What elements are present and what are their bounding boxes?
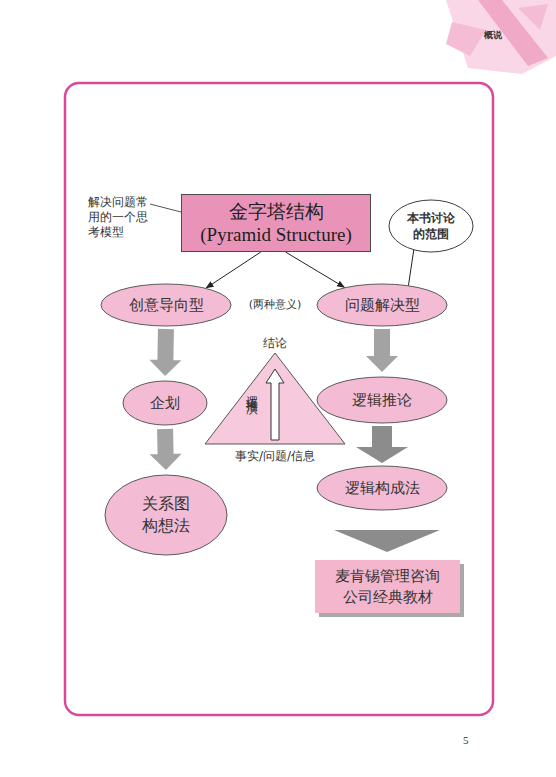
- tab-ribbon: [478, 0, 548, 66]
- ellipse-outline: [388, 199, 474, 253]
- node-text: 金字塔结构 (Pyramid Structure): [199, 200, 353, 246]
- ellipse-outline: [104, 474, 228, 556]
- ellipse-shape: [389, 200, 473, 252]
- node-text: 企划: [150, 394, 180, 413]
- annotation: (两种意义): [249, 298, 302, 311]
- page-frame: [65, 83, 493, 715]
- node-text: 问题解决型: [345, 296, 420, 315]
- pyramid-title-box: 金字塔结构 (Pyramid Structure): [181, 194, 371, 252]
- ellipse-shape: [123, 381, 207, 425]
- scope-callout: 本书讨论 的范围: [388, 199, 474, 253]
- block-arrow: [150, 429, 182, 470]
- leader-line: [408, 250, 413, 286]
- ellipse-shape: [317, 377, 447, 423]
- block-arrow: [334, 529, 440, 552]
- category-ellipse: 问题解决型: [316, 283, 448, 327]
- ellipse-shape: [105, 475, 227, 555]
- node-text: 麦肯锡管理咨询 公司经典教材: [334, 566, 441, 608]
- section-tab: 概说: [484, 30, 502, 41]
- tab-ribbon: [518, 4, 548, 30]
- ellipse-shape: [317, 284, 447, 326]
- method-ellipse: 企划: [122, 380, 208, 426]
- node-text: 逻辑构成法: [345, 479, 420, 498]
- node-text: 逻辑推演: [244, 386, 259, 394]
- method-ellipse: 逻辑推论: [316, 376, 448, 424]
- tab-background: [446, 0, 556, 74]
- node-text: 逻辑推论: [352, 391, 412, 410]
- method-ellipse: 关系图 构想法: [104, 474, 228, 556]
- block-arrow: [366, 329, 398, 372]
- branch-arrow: [206, 252, 261, 288]
- node-text: 本书讨论 的范围: [406, 210, 456, 242]
- block-arrow: [149, 329, 181, 376]
- node-text: 创意导向型: [129, 296, 204, 315]
- result-box: 麦肯锡管理咨询 公司经典教材: [315, 560, 460, 613]
- ellipse-shape: [101, 284, 231, 326]
- node-text: 事实/问题/信息: [200, 449, 350, 464]
- category-ellipse: 创意导向型: [100, 283, 232, 327]
- method-ellipse: 逻辑构成法: [316, 465, 448, 511]
- upward-arrow: [266, 369, 284, 440]
- page-number: 5: [463, 734, 469, 747]
- tab-ribbon: [446, 22, 486, 56]
- leader-line: [150, 204, 181, 212]
- block-arrow: [356, 426, 408, 463]
- node-text: 结论: [200, 336, 350, 351]
- note-text: 解决问题常 用的一个思 考模型: [88, 195, 150, 240]
- node-text: 关系图 构想法: [141, 493, 191, 538]
- ellipse-shape: [317, 466, 447, 510]
- branch-arrow: [286, 252, 346, 288]
